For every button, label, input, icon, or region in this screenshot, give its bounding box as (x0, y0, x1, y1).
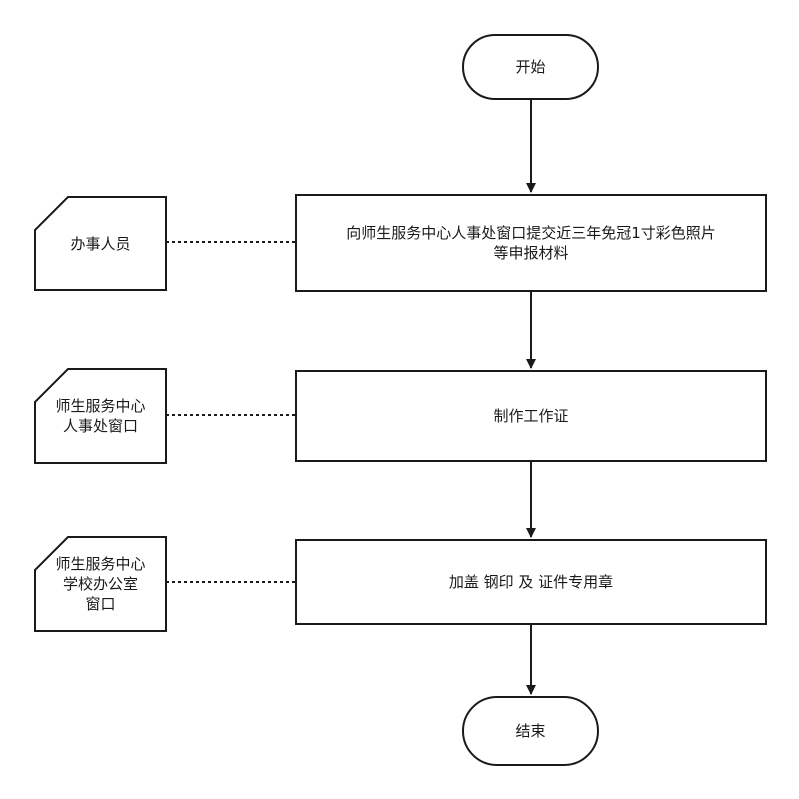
process-step-2 (295, 370, 767, 462)
process-step-3-label: 加盖 钢印 及 证件专用章 (448, 573, 614, 591)
end-terminator (462, 696, 599, 766)
actor-card-1 (34, 196, 167, 291)
actor-card-2 (34, 368, 167, 464)
process-step-2-label: 制作工作证 (493, 407, 569, 425)
actor-2-label: 师生服务中心 人事处窗口 (55, 397, 146, 435)
process-step-3 (295, 539, 767, 625)
start-label: 开始 (515, 58, 546, 76)
actor-3-label: 师生服务中心 学校办公室 窗口 (55, 555, 146, 613)
end-label: 结束 (515, 722, 546, 740)
actor-1-label: 办事人员 (70, 234, 131, 253)
process-step-1-label: 向师生服务中心人事处窗口提交近三年免冠1寸彩色照片 等申报材料 (346, 224, 716, 262)
process-step-1 (295, 194, 767, 292)
actor-card-3 (34, 536, 167, 632)
